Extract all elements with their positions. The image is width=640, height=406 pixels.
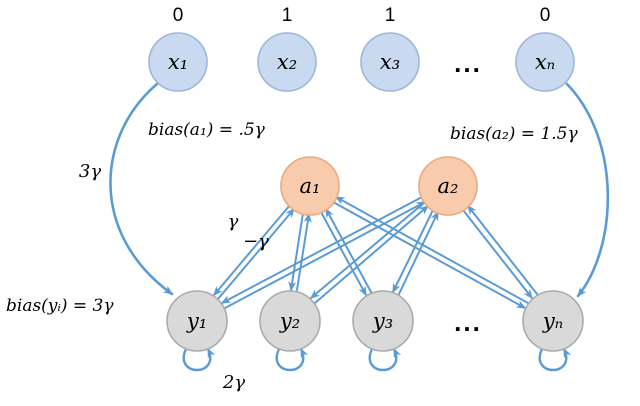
output-layer <box>166 290 584 352</box>
node-y2-label: y₂ <box>279 309 300 333</box>
bias-a2-annotation: bias(a₂) = 1.5γ <box>450 124 578 144</box>
weight-label-gamma: γ <box>228 211 239 232</box>
weight-label-2gamma: 2γ <box>222 372 245 393</box>
input-value-x3: 1 <box>385 5 396 26</box>
node-y1 <box>166 290 228 352</box>
edge-y2-to-a2 <box>314 205 430 304</box>
edge-a2-to-y1 <box>220 196 423 304</box>
bias-a1-annotation: bias(a₁) = .5γ <box>148 120 266 140</box>
edge-a1-to-yn <box>332 201 527 309</box>
node-xn-label: xₙ <box>535 50 555 74</box>
node-x3 <box>360 32 420 92</box>
edge-a1-to-y1 <box>213 204 291 297</box>
node-x3-label: x₃ <box>380 50 400 74</box>
node-a2 <box>418 156 478 216</box>
node-a2-label: a₂ <box>438 174 459 198</box>
node-y3-label: y₃ <box>372 309 393 333</box>
edge-a1-to-y3 <box>320 211 367 297</box>
edge-a2-to-y2 <box>309 201 426 299</box>
self-loop-y3 <box>368 347 402 372</box>
edge-y3-to-a1 <box>325 207 372 293</box>
ellipsis-input-row: ... <box>454 48 482 78</box>
edge-a2-to-y3 <box>392 209 434 294</box>
node-xn <box>515 32 575 92</box>
node-x2 <box>257 32 317 92</box>
node-yn <box>522 290 584 352</box>
node-y1-label: y₁ <box>186 309 207 333</box>
edge-x1-to-y1 <box>109 82 174 296</box>
edge-layer <box>109 82 610 372</box>
input-layer <box>148 32 575 92</box>
node-a1-label: a₁ <box>300 174 321 198</box>
edge-a2-to-yn <box>462 209 533 300</box>
input-value-x2: 1 <box>282 5 293 26</box>
self-loop-y2 <box>275 347 309 372</box>
node-x2-label: x₂ <box>277 50 297 74</box>
weight-label-3gamma: 3γ <box>79 161 101 182</box>
edge-y1-to-a2 <box>224 201 427 309</box>
bias-y-annotation: bias(yᵢ) = 3γ <box>6 296 114 316</box>
self-loop-y1 <box>182 347 216 372</box>
edge-yn-to-a2 <box>467 204 538 295</box>
edge-a1-to-y2 <box>288 212 304 292</box>
hidden-layer <box>280 156 478 216</box>
ellipsis-output-row: ... <box>454 307 482 337</box>
node-x1 <box>148 32 208 92</box>
edge-y1-to-a1 <box>217 207 295 300</box>
edge-y3-to-a2 <box>398 210 439 295</box>
edge-y2-to-a1 <box>296 212 312 291</box>
edge-xn-to-yn <box>565 82 610 298</box>
node-y2 <box>259 290 321 352</box>
input-value-xn: 0 <box>540 5 551 26</box>
node-yn-label: yₙ <box>542 309 563 333</box>
self-loop-yn <box>538 347 572 372</box>
weight-label-neg-gamma: −γ <box>243 231 269 252</box>
node-a1 <box>280 156 340 216</box>
edge-yn-to-a1 <box>334 196 529 304</box>
node-x1-label: x₁ <box>168 50 188 74</box>
node-y3 <box>352 290 414 352</box>
input-value-x1: 0 <box>173 5 184 26</box>
